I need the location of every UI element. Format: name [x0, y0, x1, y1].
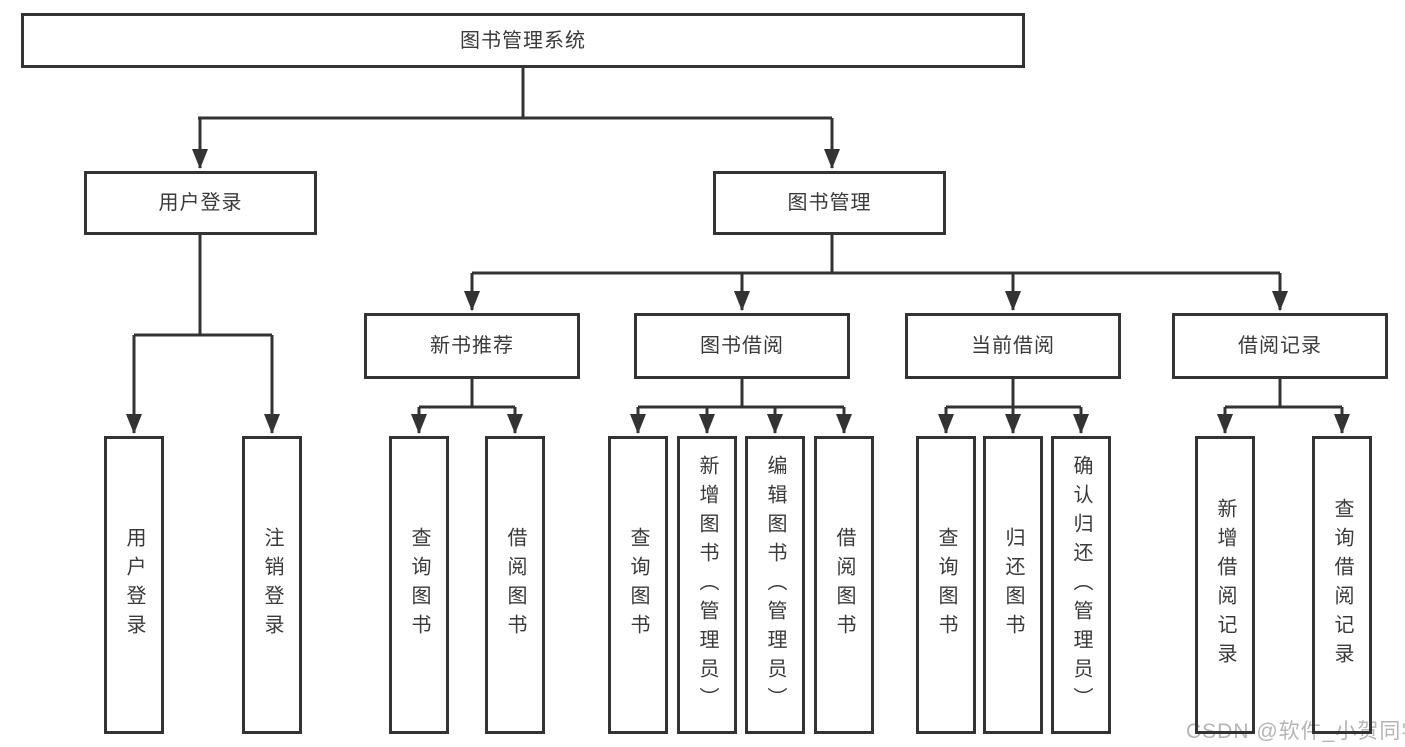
leaf-cb-confirm-return-admin: 确认归还（管理员）	[1051, 436, 1111, 734]
node-label: 查询借阅记录	[1331, 498, 1353, 672]
node-label: 借阅图书	[504, 527, 526, 643]
connector-root-trunk	[198, 68, 832, 120]
leaf-br-add-record: 新增借阅记录	[1195, 436, 1255, 734]
connector-new-book-rec-trunk	[419, 379, 515, 409]
node-label: 图书管理系统	[460, 29, 586, 52]
node-label: 注销登录	[261, 527, 283, 643]
leaf-user-login: 用户登录	[104, 436, 164, 734]
node-label: 新书推荐	[430, 335, 514, 357]
node-label: 借阅图书	[833, 527, 855, 643]
leaf-br-query-record: 查询借阅记录	[1312, 436, 1372, 734]
leaf-rec-borrow-books: 借阅图书	[485, 436, 545, 734]
node-label: 查询图书	[408, 527, 430, 643]
leaf-bb-borrow-books: 借阅图书	[814, 436, 874, 734]
node-user-login: 用户登录	[84, 171, 317, 235]
node-label: 当前借阅	[971, 335, 1055, 357]
leaf-bb-edit-books-admin: 编辑图书（管理员）	[745, 436, 805, 734]
node-current-borrowing: 当前借阅	[905, 313, 1121, 379]
node-label: 新增借阅记录	[1214, 498, 1236, 672]
csdn-watermark: CSDN @软件_小贺同学	[1186, 720, 1405, 743]
node-label: 借阅记录	[1238, 335, 1322, 357]
node-book-management: 图书管理	[713, 171, 946, 235]
leaf-rec-query-books: 查询图书	[389, 436, 449, 734]
connector-book-borrow-trunk	[638, 379, 844, 409]
node-label: 用户登录	[158, 192, 243, 214]
node-library-management-system: 图书管理系统	[21, 13, 1025, 68]
node-label: 图书管理	[787, 192, 872, 214]
node-label: 图书借阅	[700, 335, 784, 357]
node-label: 确认归还（管理员）	[1070, 454, 1092, 716]
connector-user-login-trunk	[134, 235, 272, 337]
node-label: 查询图书	[935, 527, 957, 643]
leaf-bb-add-books-admin: 新增图书（管理员）	[677, 436, 737, 734]
leaf-cb-query-books: 查询图书	[916, 436, 976, 734]
node-label: 新增图书（管理员）	[696, 454, 718, 716]
node-label: 编辑图书（管理员）	[764, 454, 786, 716]
node-label: 用户登录	[123, 527, 145, 643]
node-new-book-recommendation: 新书推荐	[364, 313, 580, 379]
node-label: 查询图书	[627, 527, 649, 643]
node-book-borrowing: 图书借阅	[634, 313, 850, 379]
connector-book-mgmt-trunk	[472, 235, 1280, 275]
connector-borrow-record-trunk	[1225, 379, 1342, 409]
leaf-cb-return-books: 归还图书	[983, 436, 1043, 734]
node-borrowing-records: 借阅记录	[1172, 313, 1388, 379]
connector-current-borrow-trunk	[946, 379, 1081, 409]
leaf-bb-query-books: 查询图书	[608, 436, 668, 734]
node-label: 归还图书	[1002, 527, 1024, 643]
leaf-logout: 注销登录	[242, 436, 302, 734]
